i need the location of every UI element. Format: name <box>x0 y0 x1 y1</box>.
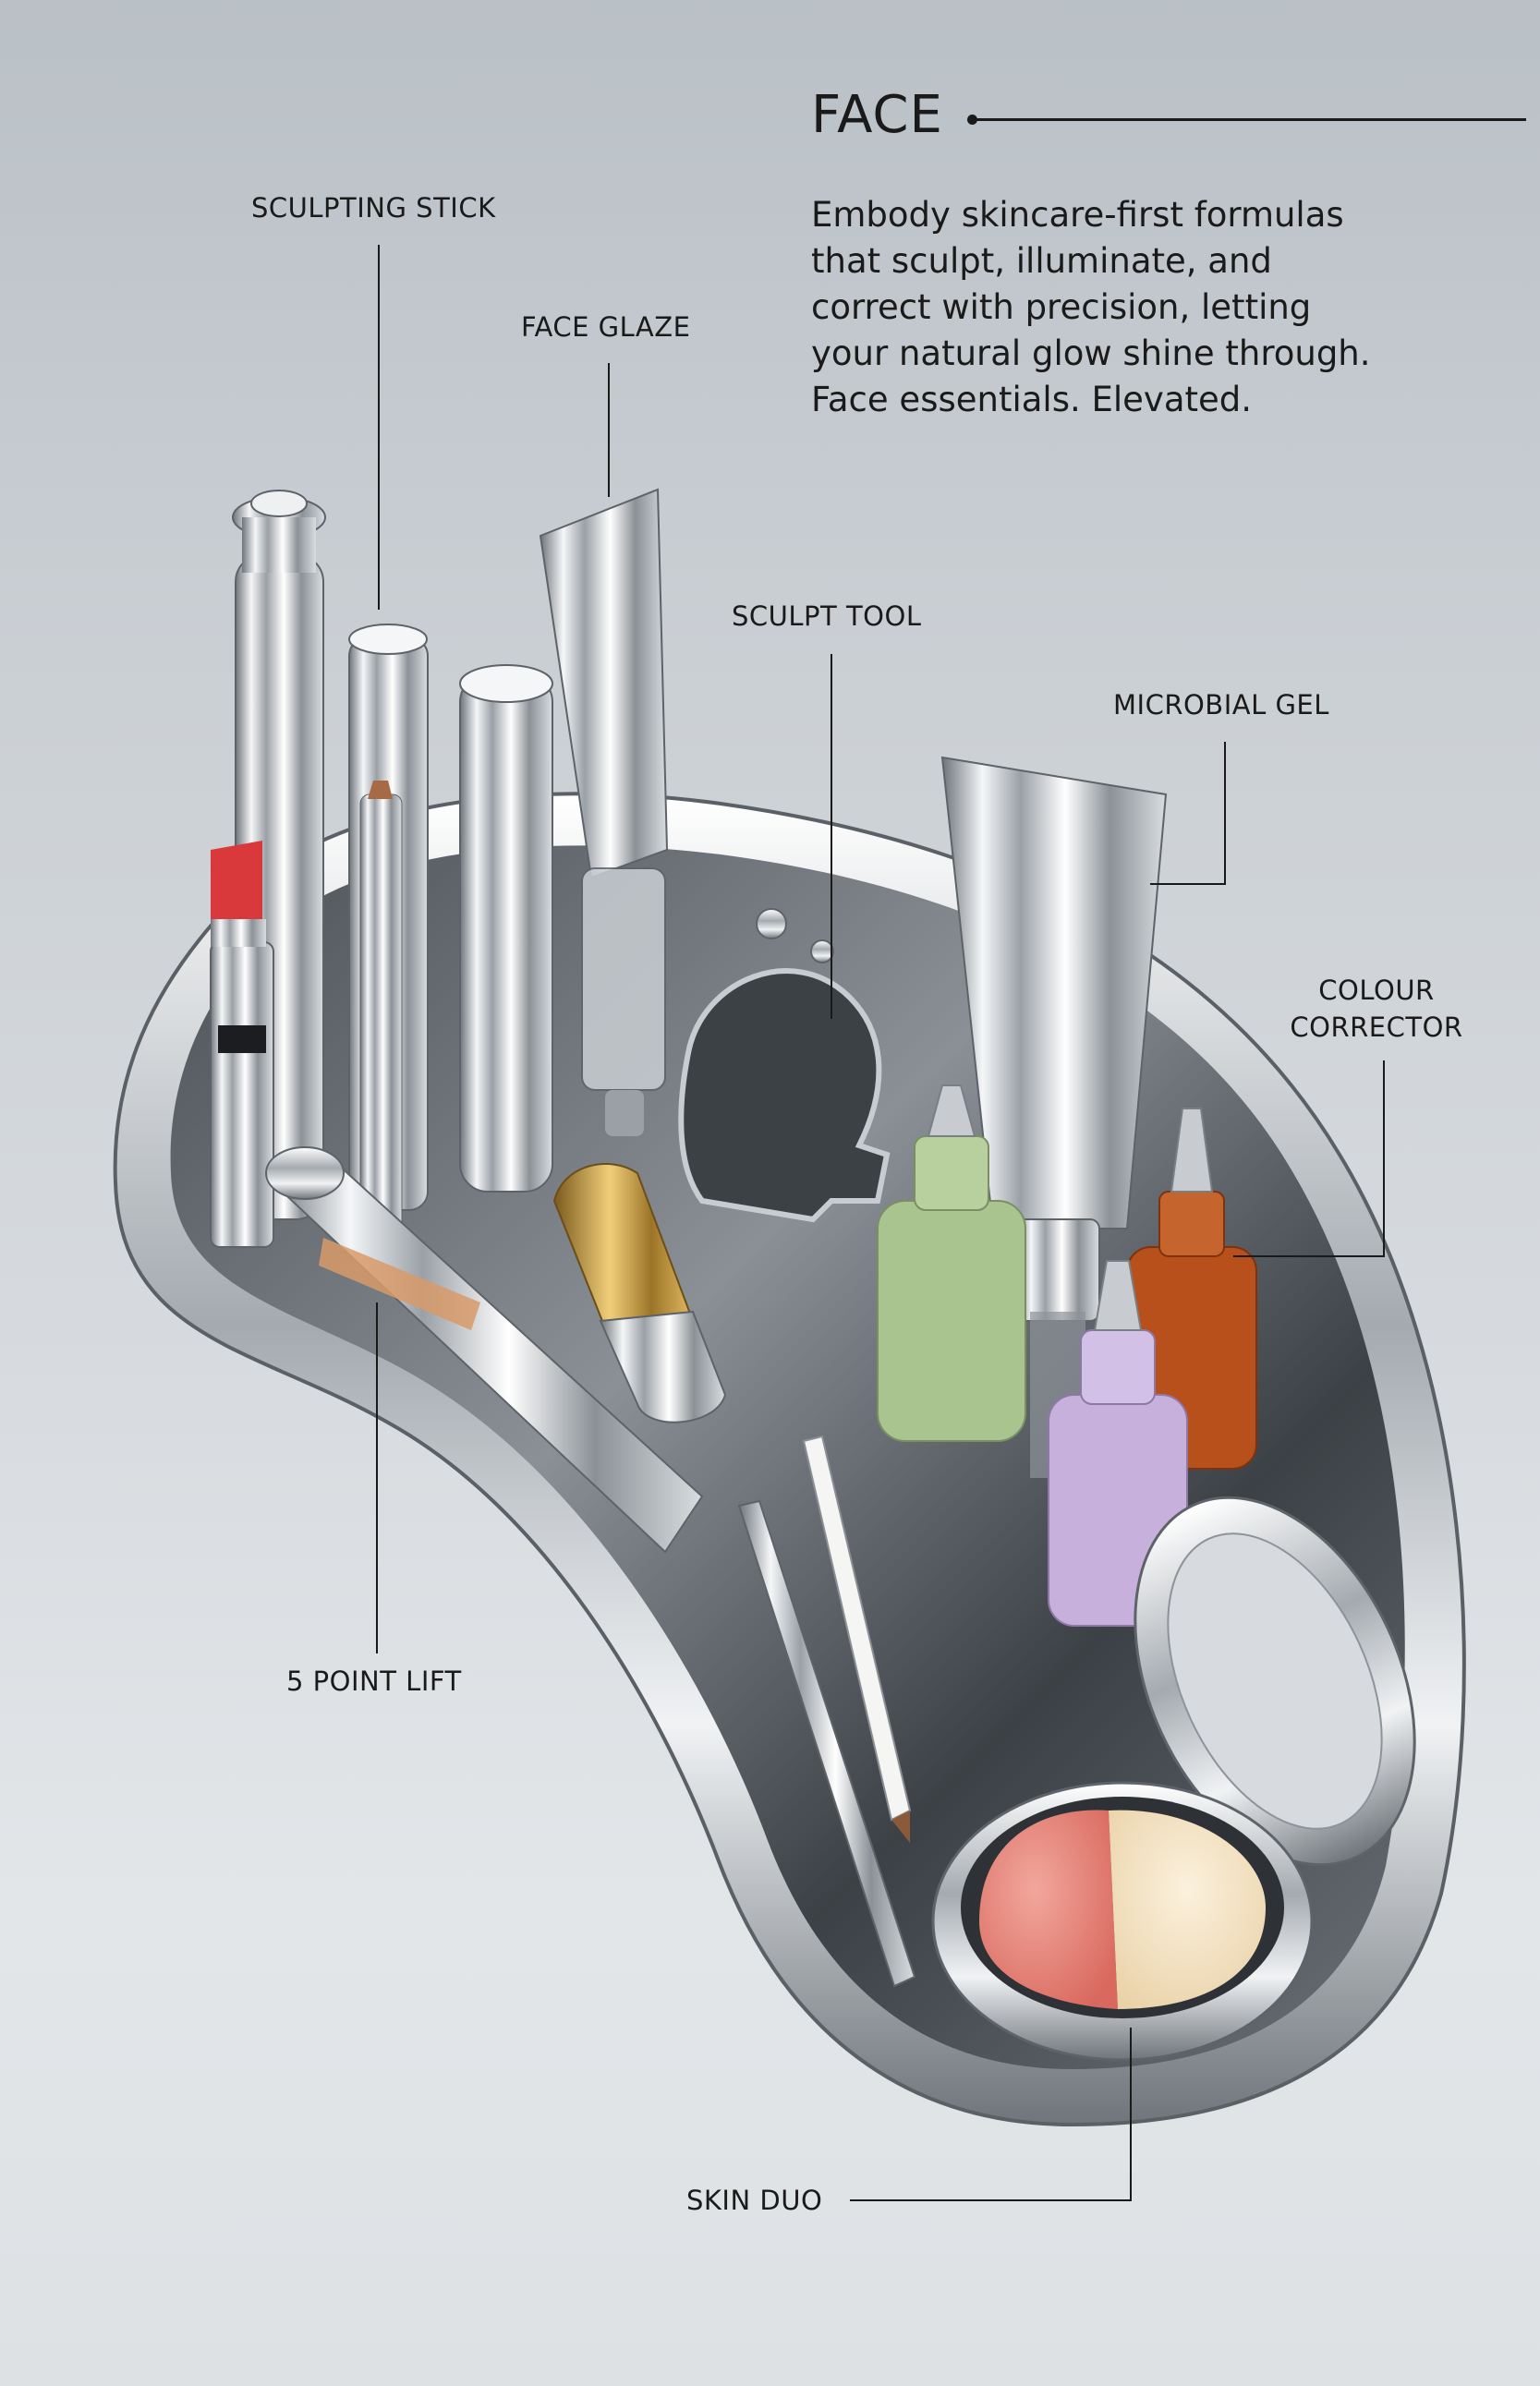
skin-duo-compact <box>931 1496 1416 2062</box>
leader-colour-corrector-horizontal <box>1233 1255 1385 1257</box>
description-line: that sculpt, illuminate, and <box>811 241 1272 281</box>
label-five-point-lift: 5 POINT LIFT <box>286 1665 462 1697</box>
leader-face-glaze <box>608 363 610 497</box>
gold-brush <box>552 1163 727 1423</box>
leader-microbial-gel-horizontal <box>1150 883 1226 885</box>
label-colour-corrector: COLOUR CORRECTOR <box>1284 972 1469 1046</box>
sculpting-stick-product <box>348 624 429 1239</box>
label-microbial-gel: MICROBIAL GEL <box>1113 689 1329 721</box>
label-colour-corrector-line: COLOUR <box>1318 975 1435 1006</box>
description-line: correct with precision, letting <box>811 287 1312 327</box>
leader-five-point-lift <box>376 1302 378 1653</box>
leader-skin-duo-vertical <box>1130 2028 1132 2201</box>
label-skin-duo: SKIN DUO <box>686 2185 823 2216</box>
label-sculpt-tool: SCULPT TOOL <box>732 600 922 632</box>
lipstick <box>210 841 274 1248</box>
label-sculpting-stick: SCULPTING STICK <box>251 192 496 224</box>
section-title: FACE <box>811 85 943 145</box>
leader-colour-corrector-vertical <box>1383 1060 1385 1257</box>
five-point-lift-product <box>265 1146 704 1554</box>
white-pencil <box>802 1435 912 1843</box>
silver-pencil <box>737 1499 916 1988</box>
face-glaze-tube <box>539 488 669 1136</box>
leader-skin-duo-horizontal <box>850 2199 1132 2201</box>
label-face-glaze: FACE GLAZE <box>521 311 691 343</box>
description-line: Face essentials. Elevated. <box>811 380 1253 419</box>
section-description: Embody skincare-first formulas that scul… <box>811 192 1476 423</box>
leader-microbial-gel-vertical <box>1224 742 1226 885</box>
leader-sculpting-stick <box>378 245 380 610</box>
description-line: Embody skincare-first formulas <box>811 195 1344 235</box>
leader-sculpt-tool <box>831 654 832 1019</box>
green-corrector-bottle <box>877 1084 1026 1442</box>
microbial-gel-tube <box>940 756 1168 1478</box>
chrome-pen-middle <box>459 664 553 1193</box>
sculpt-tool-product <box>678 908 891 1223</box>
description-line: your natural glow shine through. <box>811 333 1371 373</box>
title-rule <box>972 118 1526 121</box>
label-colour-corrector-line: CORRECTOR <box>1290 1011 1463 1043</box>
